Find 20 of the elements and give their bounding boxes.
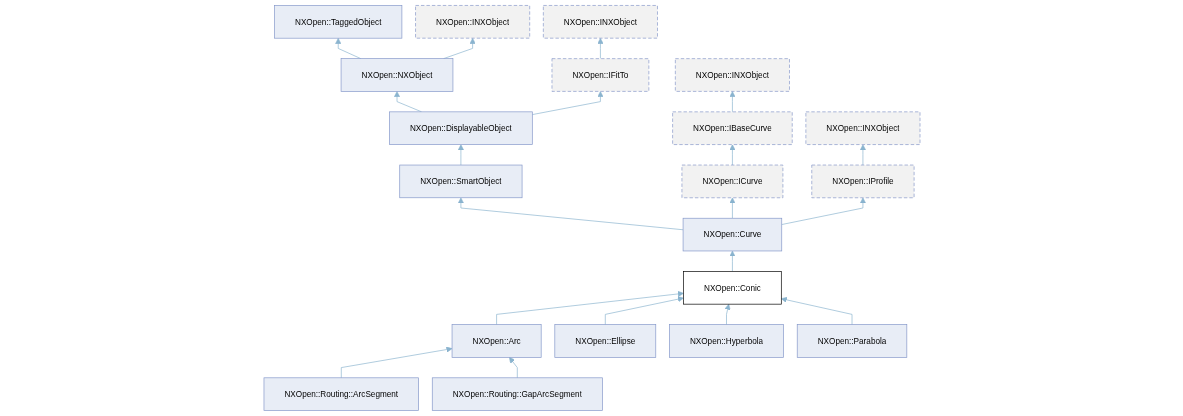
node-box: NXOpen::Parabola xyxy=(796,324,907,358)
node-box: NXOpen::INXObject xyxy=(805,111,920,145)
node-box: NXOpen::Routing::ArcSegment xyxy=(263,377,419,411)
node-box: NXOpen::INXObject xyxy=(542,5,658,39)
node-box: NXOpen::IProfile xyxy=(810,164,914,199)
node-box: NXOpen::Conic xyxy=(682,271,782,305)
node-box: NXOpen::IFitTo xyxy=(551,58,649,92)
node-box: NXOpen::SmartObject xyxy=(398,164,522,199)
node-box: NXOpen::Ellipse xyxy=(554,324,656,358)
node-box: NXOpen::Routing::GapArcSegment xyxy=(431,377,603,411)
node-box: NXOpen::IBaseCurve xyxy=(671,111,793,145)
node-box: NXOpen::Arc xyxy=(451,324,541,358)
node-box: NXOpen::NXObject xyxy=(340,58,453,92)
node-box: NXOpen::Hyperbola xyxy=(668,324,784,358)
node-box: NXOpen::INXObject xyxy=(674,58,790,92)
node-box: NXOpen::DisplayableObject xyxy=(388,111,533,145)
node-box: NXOpen::TaggedObject xyxy=(273,5,402,39)
node-box: NXOpen::Curve xyxy=(682,217,782,252)
node-box: NXOpen::INXObject xyxy=(414,5,530,39)
node-box: NXOpen::ICurve xyxy=(681,164,783,199)
